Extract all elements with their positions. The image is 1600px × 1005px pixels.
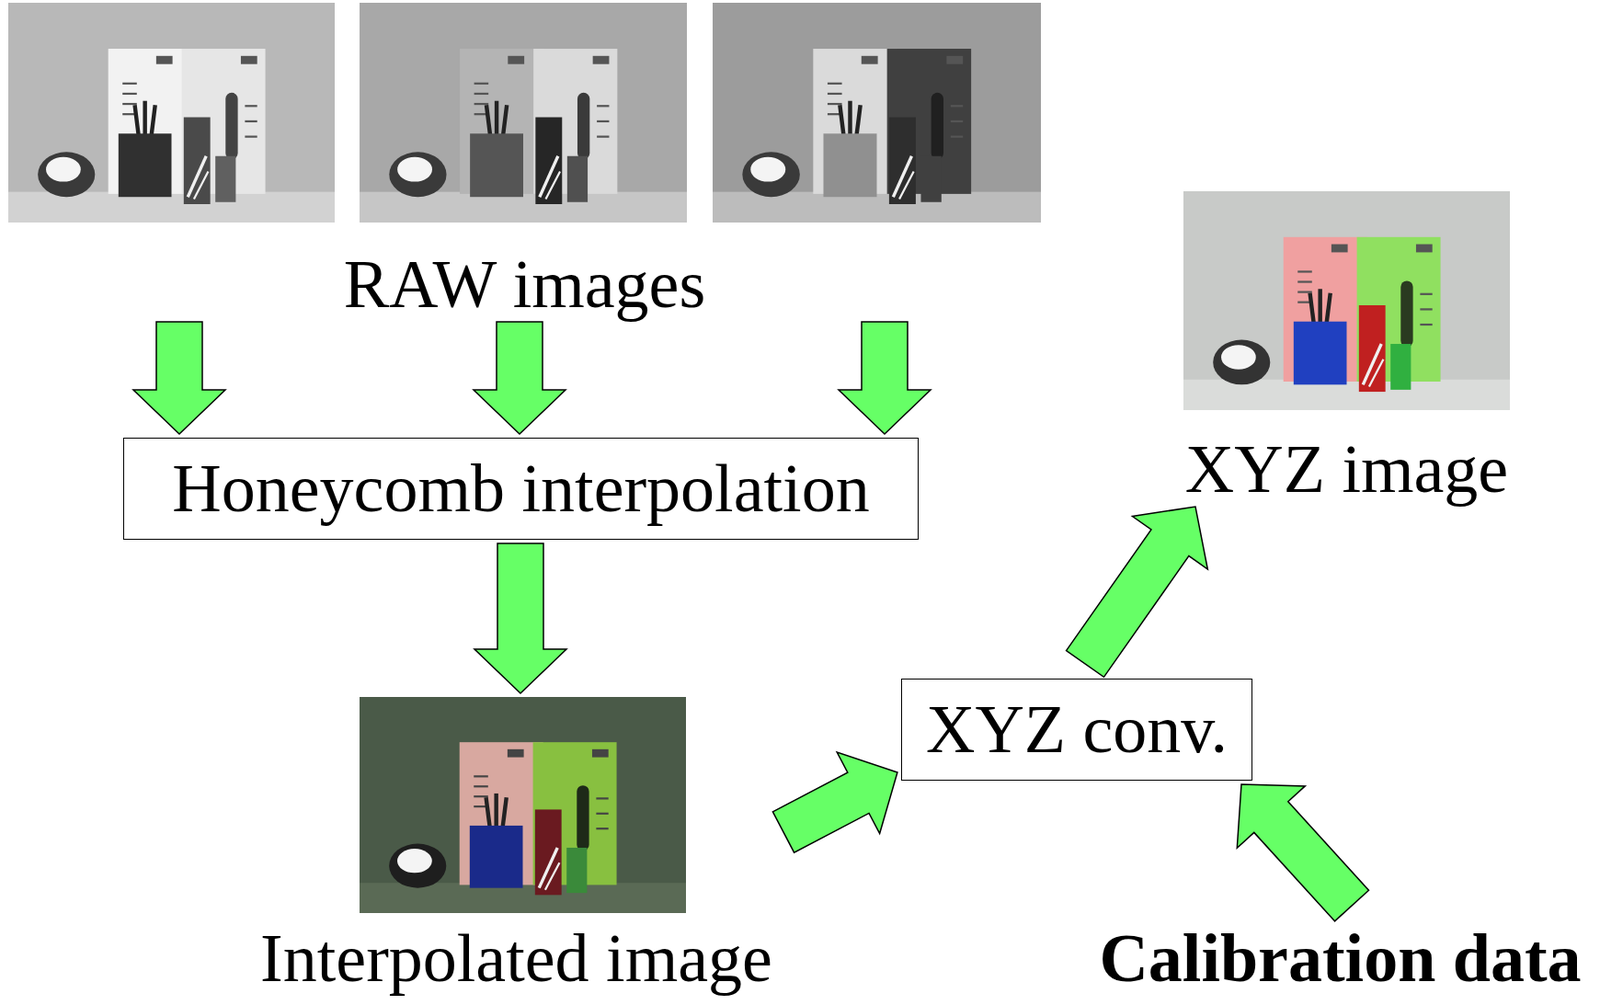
input-label: Calibration data [1097,924,1584,993]
block-arrow [1066,506,1209,677]
image-caption: XYZ image [1183,191,1511,503]
block-arrow [133,321,226,435]
process-box: XYZ conv. [901,678,1253,781]
block-arrow [838,321,931,435]
node-text: Honeycomb interpolation [171,449,869,528]
interpolated-photo [359,697,686,914]
raw-photo [8,2,335,223]
block-arrow [1236,784,1369,922]
xyz-photo [1183,191,1510,411]
block-arrow [772,752,898,853]
image-caption: Interpolated image [258,697,775,993]
node-text: Interpolated image [258,924,775,993]
process-box: Honeycomb interpolation [123,437,918,540]
block-arrow [473,321,566,435]
node-text: XYZ conv. [925,690,1228,769]
node-text: XYZ image [1183,434,1511,503]
raw-photo [359,2,687,223]
block-arrow [474,543,567,694]
image-caption: RAW images [8,2,1041,319]
node-text: Calibration data [1097,924,1584,993]
node-text: RAW images [8,250,1041,319]
raw-photo [712,2,1041,223]
